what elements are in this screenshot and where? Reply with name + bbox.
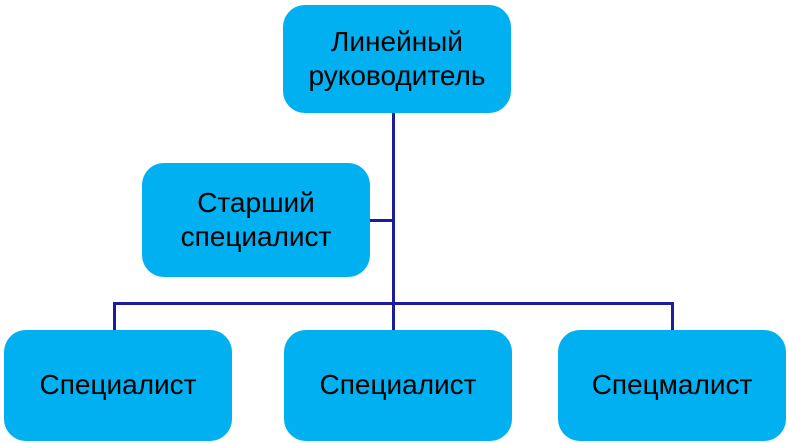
connector-drop-left: [113, 302, 116, 330]
connector-crossbar: [113, 302, 674, 305]
connector-senior-stub: [370, 219, 393, 222]
org-node-specialist-3-label: Спецмалист: [591, 369, 753, 401]
org-node-specialist-1: Специалист: [4, 330, 232, 441]
org-node-senior-specialist: Старший специалист: [142, 163, 370, 277]
org-node-specialist-2-label: Специалист: [319, 369, 477, 401]
org-node-root: Линейный руководитель: [283, 5, 511, 113]
org-node-specialist-3: Спецмалист: [558, 330, 786, 441]
connector-drop-right: [671, 302, 674, 330]
org-node-specialist-2: Специалист: [284, 330, 512, 441]
org-node-senior-label: Старший специалист: [180, 186, 332, 252]
org-node-specialist-1-label: Специалист: [39, 369, 197, 401]
connector-root-stem: [392, 113, 395, 330]
org-node-root-label: Линейный руководитель: [308, 25, 486, 91]
